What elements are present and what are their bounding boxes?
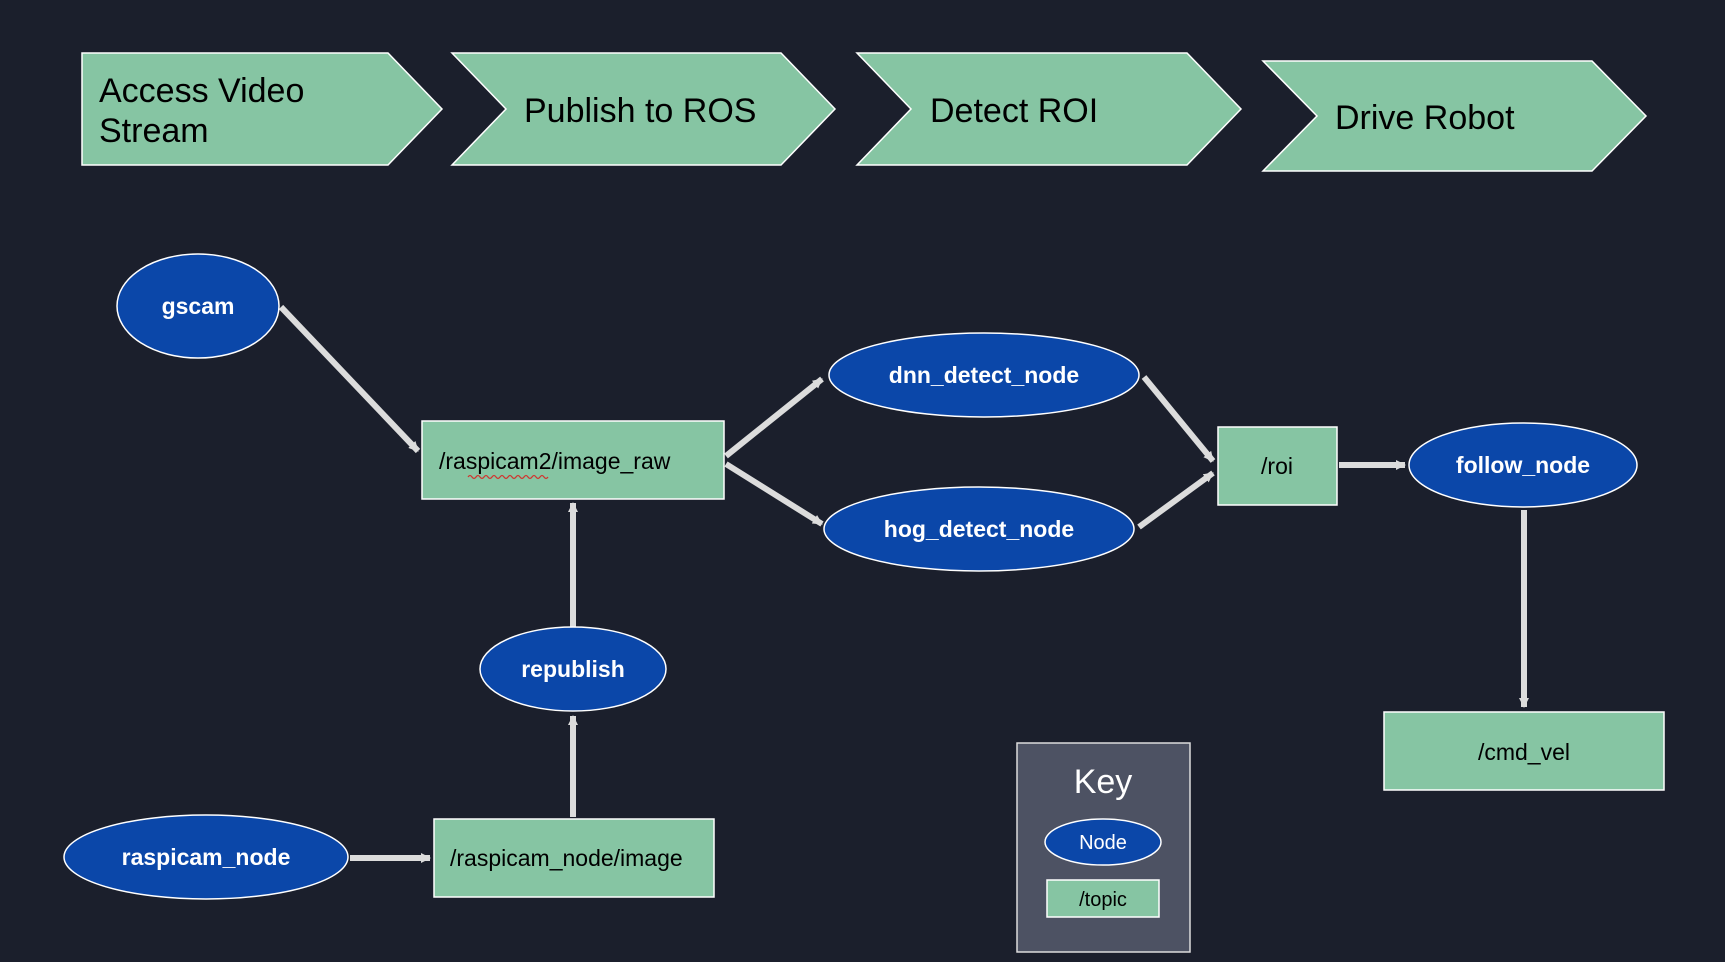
edge-dnn-to-roi (1141, 375, 1216, 463)
stage-access-video-stream-line2: Stream (99, 112, 209, 150)
stage-publish-to-ros: Publish to ROS (450, 52, 837, 166)
stage-publish-to-ros-label: Publish to ROS (524, 92, 756, 130)
edge-gscam-to-image-raw (278, 304, 421, 454)
topic-raspicam2-image-raw: /raspicam2/image_raw (421, 420, 725, 500)
node-republish-label: republish (521, 656, 625, 682)
edge-image-raw-to-hog (724, 461, 824, 527)
topic-raspicam-node-image-label: /raspicam_node/image (450, 845, 683, 871)
stage-drive-robot-label: Drive Robot (1335, 99, 1515, 137)
legend-node-label: Node (1079, 832, 1127, 854)
node-dnn-detect: dnn_detect_node (828, 332, 1140, 418)
node-gscam-label: gscam (162, 293, 235, 319)
legend-topic-label: /topic (1079, 889, 1127, 911)
node-follow-label: follow_node (1456, 452, 1590, 478)
legend-node-sample: Node (1044, 818, 1162, 866)
topic-roi-label: /roi (1261, 453, 1293, 479)
legend-topic-sample: /topic (1046, 879, 1160, 918)
node-republish: republish (479, 626, 667, 712)
stage-detect-roi: Detect ROI (855, 52, 1243, 166)
edge-image-raw-to-dnn (724, 376, 824, 459)
stage-detect-roi-label: Detect ROI (930, 92, 1098, 130)
edge-hog-to-roi (1137, 470, 1215, 530)
node-hog-detect: hog_detect_node (823, 486, 1135, 572)
legend-title: Key (1074, 763, 1133, 801)
topic-raspicam2-image-raw-label: /raspicam2/image_raw (439, 448, 671, 474)
node-dnn-detect-label: dnn_detect_node (889, 362, 1079, 388)
node-hog-detect-label: hog_detect_node (884, 516, 1074, 542)
stage-drive-robot: Drive Robot (1261, 60, 1648, 172)
node-raspicam-label: raspicam_node (122, 844, 291, 870)
edges (278, 304, 1529, 863)
topic-roi: /roi (1217, 426, 1338, 506)
topic-cmd-vel-label: /cmd_vel (1478, 739, 1570, 765)
stage-access-video-stream-line1: Access Video (99, 72, 304, 110)
topic-raspicam-node-image: /raspicam_node/image (433, 818, 715, 898)
topic-cmd-vel: /cmd_vel (1383, 711, 1665, 791)
stage-access-video-stream: Access Video Stream (81, 52, 444, 166)
node-raspicam: raspicam_node (63, 814, 349, 900)
node-gscam: gscam (116, 253, 280, 359)
node-follow: follow_node (1408, 422, 1638, 508)
legend-key: Key Node /topic (1016, 742, 1191, 953)
spellcheck-underline (467, 474, 549, 480)
